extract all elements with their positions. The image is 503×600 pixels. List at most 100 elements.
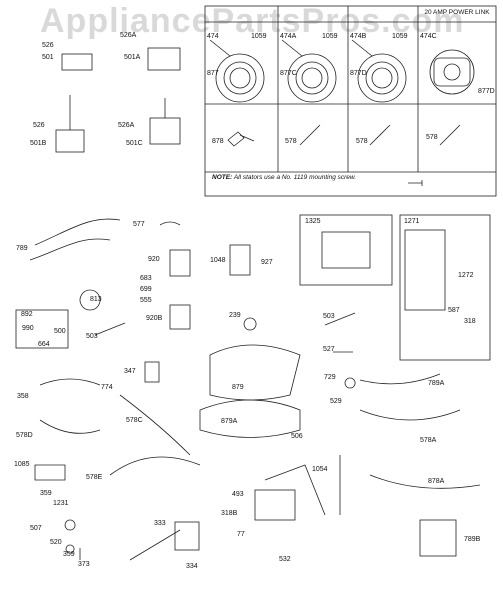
callout-334: 334 [186,563,198,570]
callout-577: 577 [133,221,145,228]
callout-239: 239 [229,312,241,319]
bracket-493 [264,464,326,516]
callout-373: 373 [78,561,90,568]
callout-1059c: 1059 [392,33,408,40]
harness-578A [359,409,461,421]
callout-1325: 1325 [305,218,321,225]
callout-990: 990 [22,325,34,332]
callout-506: 506 [291,433,303,440]
callout-1085: 1085 [14,461,30,468]
callout-1059: 1059 [251,33,267,40]
callout-1048: 1048 [210,257,226,264]
callout-578A: 578A [420,437,437,444]
bracket-1085 [34,464,66,481]
wire-358 [39,378,101,386]
callout-493: 493 [232,491,244,498]
harness-578E [109,456,201,476]
callout-789: 789 [16,245,28,252]
stator-panel-frame [204,5,497,197]
callout-879A: 879A [221,418,238,425]
callout-699: 699 [140,286,152,293]
callout-526A: 526A [120,32,137,39]
callout-526A-2: 526A [118,122,135,129]
callout-879: 879 [232,384,244,391]
solenoid-920B [169,304,191,330]
regulator-77 [254,489,296,521]
callout-526: 526 [42,42,54,49]
callout-474: 474 [207,33,219,40]
callout-683: 683 [140,275,152,282]
callout-527: 527 [323,346,335,353]
rectifier-501 [61,53,93,71]
connector-878 [227,131,255,147]
wire-578b [369,124,391,146]
regulator-1048 [229,244,251,276]
solenoid-920 [169,249,191,277]
grille-879A [199,399,301,438]
harness-789A [359,373,441,385]
callout-474B: 474B [350,33,367,40]
hardware-520 [64,519,76,554]
box-1271-frame [399,214,491,361]
callout-578C: 578C [126,417,143,424]
harness-578C [119,394,191,456]
callout-877D: 877D [350,70,367,77]
callout-520: 520 [50,539,62,546]
callout-1054: 1054 [312,466,328,473]
stator-877C [281,39,337,103]
callout-359b: 359 [63,551,75,558]
key-switch-frame [15,309,69,349]
rectifier-501B [55,129,85,153]
callout-729: 729 [324,374,336,381]
callout-501C: 501C [126,140,143,147]
harness-789 [34,218,121,246]
callout-333: 333 [154,520,166,527]
callout-878A: 878A [428,478,445,485]
rectifier-501C [149,117,181,145]
control-1325 [321,231,371,269]
callout-578D: 578D [16,432,33,439]
callout-774: 774 [101,384,113,391]
callout-1271: 1271 [404,218,420,225]
box-1325-frame [299,214,393,286]
callout-587: 587 [448,307,460,314]
callout-318: 318 [464,318,476,325]
harness-334 [129,529,181,561]
callout-529: 529 [330,398,342,405]
callout-789A: 789A [428,380,445,387]
wire-578c [439,124,461,146]
callout-1231: 1231 [53,500,69,507]
callout-474A: 474A [280,33,297,40]
callout-578b: 578 [356,138,368,145]
callout-501B: 501B [30,140,47,147]
callout-920: 920 [148,256,160,263]
part-239 [243,317,257,331]
callout-578c: 578 [426,134,438,141]
rectifier-501A [147,47,181,71]
callout-877: 877 [207,70,219,77]
callout-532: 532 [279,556,291,563]
callout-526b: 526 [33,122,45,129]
callout-813: 813 [90,296,102,303]
callout-664: 664 [38,341,50,348]
ring-813 [79,289,101,311]
callout-358: 358 [17,393,29,400]
callout-877D-2: 877D [478,88,495,95]
bracket-503a [94,322,126,336]
part-729 [344,377,356,389]
callout-77: 77 [237,531,245,538]
watermark: AppliancePartsPros.com [40,2,465,40]
callout-347: 347 [124,368,136,375]
stator-power-link [429,49,475,95]
callout-578E: 578E [86,474,103,481]
callout-920B: 920B [146,315,163,322]
callout-503b: 503 [323,313,335,320]
callout-927: 927 [261,259,273,266]
connector-789B [419,519,457,557]
callout-503: 503 [86,333,98,340]
wire-577 [159,221,181,226]
part-347 [144,361,160,383]
callout-877C: 877C [280,70,297,77]
